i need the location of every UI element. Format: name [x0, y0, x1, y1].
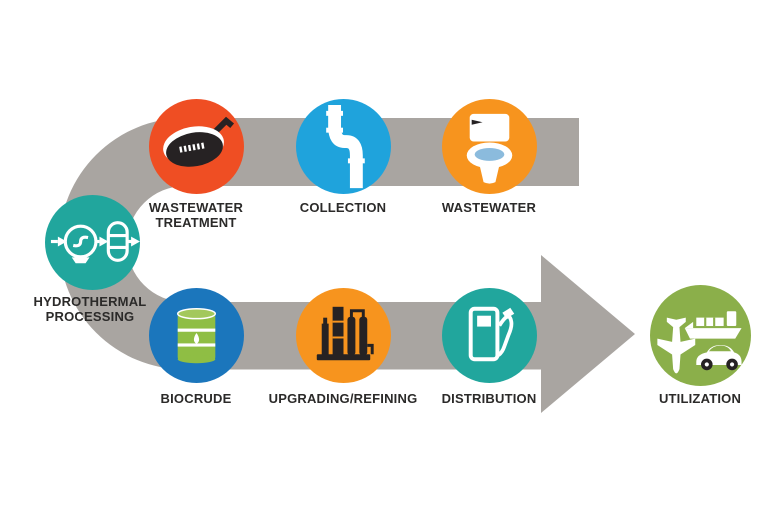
wastewater-label: WASTEWATER	[441, 200, 537, 215]
wastewater-treatment-node	[148, 98, 244, 194]
hydrothermal-processing-node	[44, 194, 140, 290]
fuel-pump-icon	[468, 306, 514, 361]
distribution-label: DISTRIBUTION	[441, 391, 537, 406]
biocrude-label: BIOCRUDE	[160, 391, 232, 406]
sewer-pipe-icon	[325, 104, 365, 188]
collection-label: COLLECTION	[299, 200, 387, 215]
biocrude-node	[148, 287, 244, 383]
upgrading-refining-label: UPGRADING/REFINING	[268, 391, 418, 406]
upgrading-refining-node	[295, 287, 391, 383]
reactor-icon	[50, 220, 140, 263]
toilet-icon	[466, 113, 512, 184]
wastewater-treatment-label: WASTEWATER TREATMENT	[148, 200, 244, 230]
distribution-node	[441, 287, 537, 383]
oil-barrel-icon	[176, 307, 216, 363]
collection-node	[295, 98, 391, 194]
wastewater-node	[441, 98, 537, 194]
utilization-label: UTILIZATION	[658, 391, 742, 406]
hydrothermal-processing-label: HYDROTHERMAL PROCESSING	[33, 294, 147, 324]
vehicles-icon	[656, 310, 742, 373]
utilization-node	[649, 284, 751, 386]
refinery-icon	[316, 306, 374, 360]
clarifier-tank-icon	[162, 116, 234, 167]
